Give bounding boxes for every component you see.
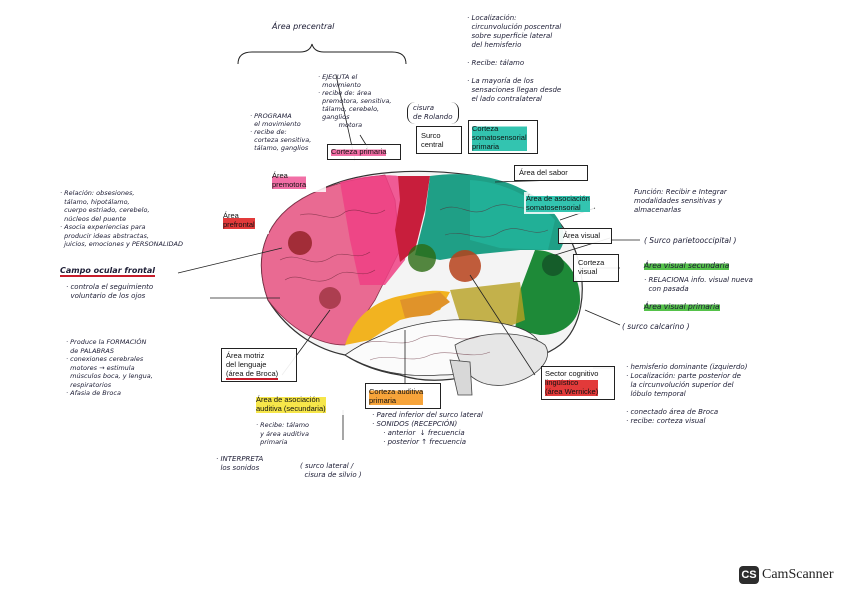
somatosensorial-box: Corteza somatosensorial primaria (468, 120, 538, 154)
somatosensory-notes: · Localización: circunvolución poscentra… (467, 14, 562, 103)
campo-ocular-frontal-label: Campo ocular frontal (60, 266, 155, 277)
auditiva-primaria-box: Corteza auditiva primaria (365, 383, 441, 409)
auditiva-primaria-label: Corteza auditiva primaria (369, 387, 424, 405)
area-visual-primaria-note: Área visual primaria (644, 302, 720, 311)
area-visual-box: Área visual (558, 228, 612, 244)
campo-ocular-notes: · controla el seguimiento voluntario de … (66, 283, 154, 300)
asociacion-somatosensorial-label: Área de asociación somatosensorial (526, 194, 590, 212)
surco-calcarino-note: ( surco calcarino ) (622, 322, 690, 331)
corteza-primaria-box: Corteza primaria (327, 144, 401, 160)
auditiva-primaria-notes: · Pared inferior del surco lateral · SON… (372, 411, 483, 446)
broca-notes: · Produce la FORMACIÓN de PALABRAS · con… (66, 338, 153, 397)
asociacion-somatosensorial-box: Área de asociación somatosensorial (524, 192, 594, 214)
sector-cognitivo-label: Sector cognitivo lingüístico (área Werni… (545, 369, 599, 396)
cisura-rolando-note: cisura de Rolando (407, 102, 459, 124)
wernicke-region (450, 282, 525, 330)
area-sabor-box: Área del sabor (514, 165, 588, 181)
broca-spot (319, 287, 341, 309)
area-prefrontal-label: Área prefrontal (223, 211, 255, 229)
interpreta-notes: · INTERPRETA los sonidos (216, 455, 264, 472)
corteza-visual-box: Corteza visual (573, 254, 619, 282)
camscanner-logo-icon: CS (739, 566, 759, 584)
sector-cognitivo-box: Sector cognitivo lingüístico (área Werni… (541, 366, 615, 400)
area-premotora-box: Área premotora (270, 168, 326, 192)
precentral-label: Área precentral (272, 22, 335, 31)
surco-central-box: Surco central (416, 126, 462, 154)
surco-central-label: Surco central (421, 131, 444, 149)
area-visual-secundaria-note: Área visual secundaria (644, 261, 730, 270)
wernicke-notes: · hemisferio dominante (izquierdo) · Loc… (626, 363, 748, 425)
taste-spot (408, 244, 436, 272)
frontal-eye-field-spot (288, 231, 312, 255)
surco-lateral-note: ( surco lateral / cisura de silvio ) (300, 462, 362, 479)
auditory-primary-region (400, 292, 450, 318)
area-motriz-lenguaje-box: Área motriz del lenguaje (área de Broca) (221, 348, 297, 382)
somatosensory-association-region (470, 180, 555, 250)
premotor-region (340, 175, 412, 285)
primary-motor-notes: · EJECUTA el movimiento · recibe de: áre… (318, 73, 392, 129)
prefrontal-notes: · Relación: obsesiones, tálamo, hipotála… (60, 189, 183, 248)
area-premotora-label: Área premotora (272, 171, 307, 189)
area-visual-label: Área visual (563, 231, 601, 240)
asociacion-auditiva-box: Área de asociación auditiva (secundaria) (254, 393, 350, 415)
area-sabor-label: Área del sabor (519, 168, 568, 177)
brainstem (449, 359, 473, 396)
corteza-primaria-label: Corteza primaria (331, 147, 387, 156)
visual-region (515, 250, 580, 335)
asociacion-auditiva-label: Área de asociación auditiva (secundaria) (256, 395, 326, 413)
primary-motor-region (395, 176, 430, 262)
funcion-note: Función: Recibir e Integrar modalidades … (634, 188, 727, 214)
visual-association-spot (542, 254, 564, 276)
precentral-brace (237, 43, 407, 65)
area-motriz-lenguaje-label: Área motriz del lenguaje (área de Broca) (226, 351, 279, 380)
surco-parieto-note: ( Surco parietooccipital ) (644, 236, 737, 245)
premotor-notes: · PROGRAMA el movimiento · recibe de: co… (250, 112, 312, 152)
corteza-visual-label: Corteza visual (578, 258, 605, 276)
relaciona-note: · RELACIONA info. visual nueva con pasad… (644, 276, 753, 293)
somatosensorial-label: Corteza somatosensorial primaria (472, 124, 527, 151)
area-prefrontal-box: Área prefrontal (221, 208, 269, 234)
wernicke-spot (449, 250, 481, 282)
camscanner-watermark: CamScanner (762, 567, 834, 582)
auditiva-recibe-notes: · Recibe: tálamo y área auditiva primari… (256, 421, 310, 446)
